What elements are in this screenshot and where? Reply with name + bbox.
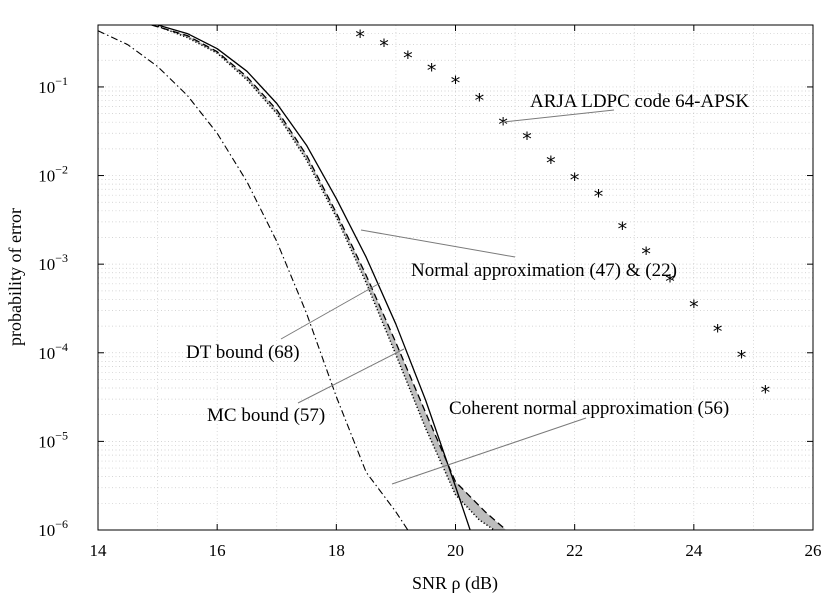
annotation-normal-approximation: Normal approximation (47) & (22) xyxy=(411,260,677,281)
series-line-normal-approximation-47-22 xyxy=(157,25,510,530)
data-point-asterisk: * xyxy=(522,128,532,150)
data-point-asterisk: * xyxy=(498,114,508,136)
data-point-asterisk: * xyxy=(737,347,747,369)
x-tick-label: 14 xyxy=(90,541,108,560)
annotation-leader-line xyxy=(297,348,405,404)
annotation-dt-bound: DT bound (68) xyxy=(186,342,300,363)
annotation-leader-line xyxy=(280,282,381,340)
annotation-leader-line xyxy=(360,229,516,258)
curves-layer xyxy=(98,25,510,530)
x-axis-label: SNR ρ (dB) xyxy=(412,573,498,594)
shaded-region xyxy=(151,25,507,530)
axes-ticks: 14 16 18 20 22 24 26 10−1 10−2 10−3 10−4 10−5 10−6 xyxy=(38,25,822,560)
x-tick-label: 22 xyxy=(566,541,583,560)
annotation-mc-bound: MC bound (57) xyxy=(207,405,325,426)
y-tick-label: 10−5 xyxy=(38,428,68,451)
annotation-leader-line xyxy=(502,109,615,123)
x-tick-label: 20 xyxy=(447,541,464,560)
data-point-asterisk: * xyxy=(475,90,485,112)
data-point-asterisk: * xyxy=(641,244,651,266)
annotation-leaders xyxy=(280,109,615,485)
data-point-asterisk: * xyxy=(355,27,365,49)
data-point-asterisk: * xyxy=(570,169,580,191)
x-tick-label: 24 xyxy=(685,541,703,560)
x-tick-label: 26 xyxy=(805,541,822,560)
y-tick-label: 10−3 xyxy=(38,251,68,274)
data-point-asterisk: * xyxy=(665,271,675,293)
data-point-asterisk: * xyxy=(546,152,556,174)
markers-layer: * * * * * * * * * * * * * * * * * * xyxy=(355,27,770,404)
data-point-asterisk: * xyxy=(618,218,628,240)
series-line-dt-bound-68 xyxy=(151,25,507,530)
data-point-asterisk: * xyxy=(379,36,389,58)
annotation-coherent-normal-approximation: Coherent normal approximation (56) xyxy=(449,398,729,419)
y-tick-label: 10−1 xyxy=(38,74,68,97)
data-point-asterisk: * xyxy=(713,321,723,343)
x-tick-label: 18 xyxy=(328,541,345,560)
data-point-asterisk: * xyxy=(594,186,604,208)
y-tick-label: 10−6 xyxy=(38,517,68,540)
series-line-coherent-normal-approximation-56 xyxy=(98,30,409,530)
annotation-arja-ldpc: ARJA LDPC code 64-APSK xyxy=(530,91,749,112)
x-tick-label: 16 xyxy=(209,541,226,560)
data-point-asterisk: * xyxy=(403,48,413,70)
data-point-asterisk: * xyxy=(761,382,771,404)
bound-gap-shading xyxy=(151,25,507,530)
data-point-asterisk: * xyxy=(427,60,437,82)
y-tick-label: 10−4 xyxy=(38,340,68,363)
data-point-asterisk: * xyxy=(689,297,699,319)
y-axis-label: probability of error xyxy=(5,208,25,346)
data-point-asterisk: * xyxy=(451,73,461,95)
series-line-mc-bound-57 xyxy=(154,25,495,530)
y-tick-label: 10−2 xyxy=(38,163,68,186)
annotation-leader-line xyxy=(391,417,587,485)
